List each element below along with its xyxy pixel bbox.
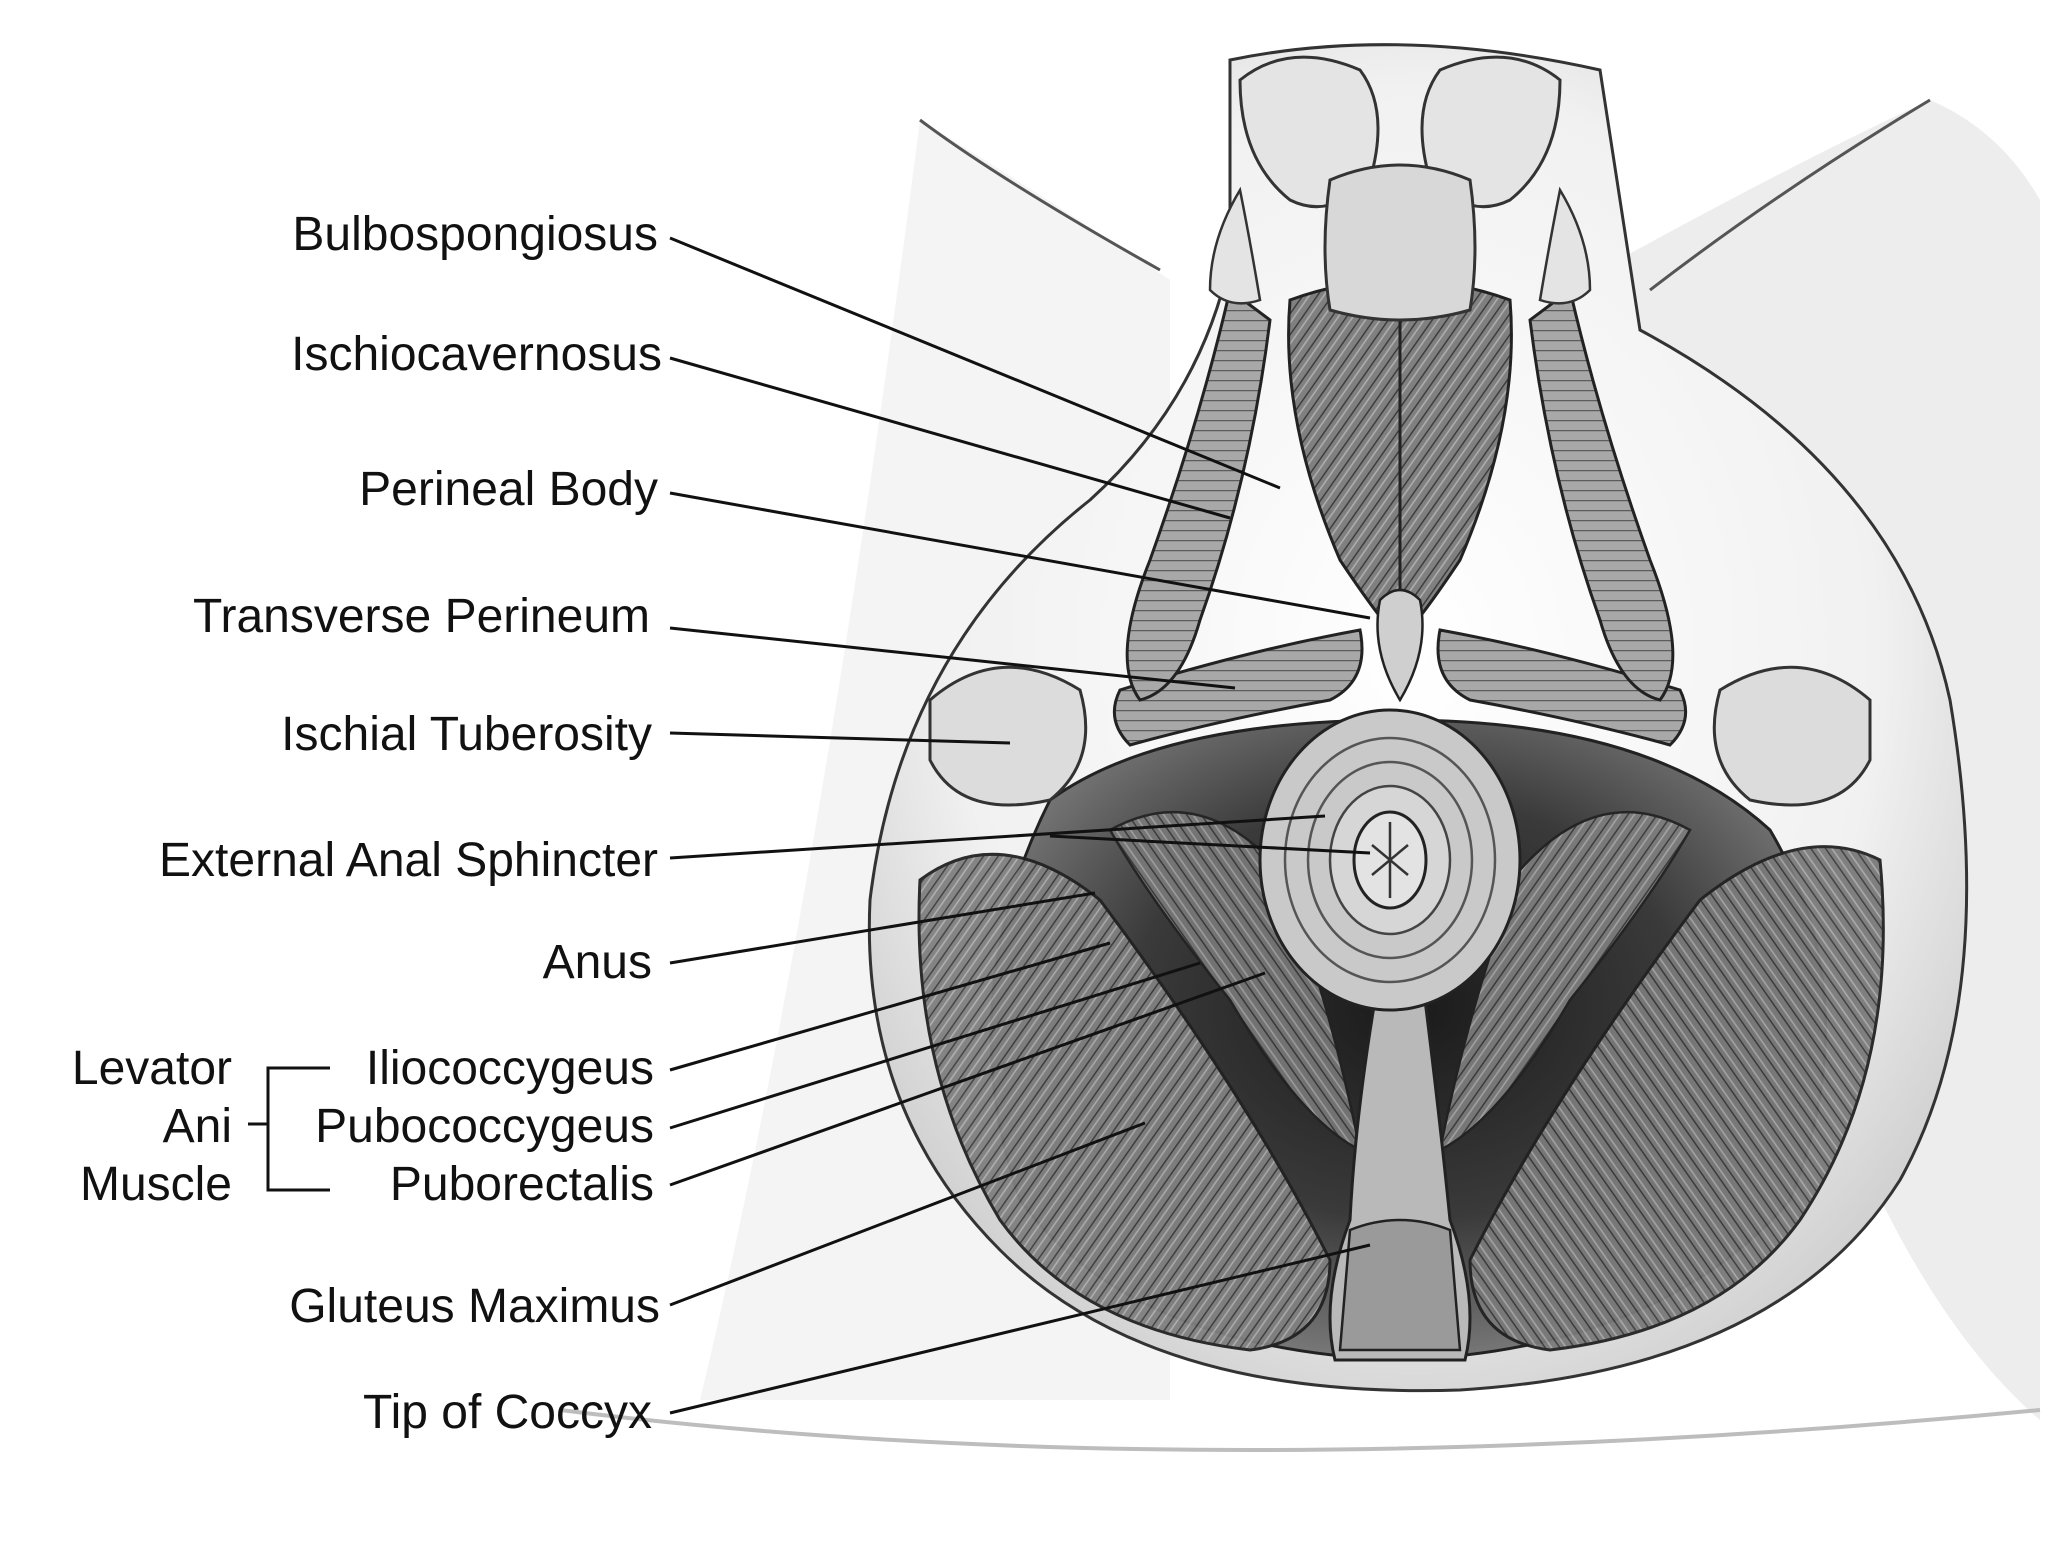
label-iliococcygeus: Iliococcygeus: [366, 1042, 654, 1095]
anococcygeal-body: [1328, 998, 1472, 1362]
label-bulbospongiosus: Bulbospongiosus: [292, 208, 658, 261]
leader-anus: [669, 891, 1096, 965]
group-label-line-1: Levator: [72, 1042, 232, 1095]
leader-external-anal-sphincter: [669, 814, 1326, 860]
levator-ani-bracket: [248, 1066, 330, 1192]
label-pubococcygeus: Pubococcygeus: [315, 1100, 654, 1153]
leader-transverse-perineum: [669, 626, 1236, 690]
leader-puborectalis: [669, 971, 1266, 1187]
label-puborectalis: Puborectalis: [390, 1158, 654, 1211]
perineal-body: [1376, 588, 1424, 703]
leader-pubococcygeus: [669, 961, 1201, 1130]
labels: Bulbospongiosus Ischiocavernosus Perinea…: [159, 208, 662, 1439]
group-label-levator-ani: Levator Ani Muscle: [72, 1042, 232, 1211]
label-perineal-body: Perineal Body: [359, 463, 658, 516]
leader-ischial-tuberosity: [669, 731, 1011, 745]
leader-gluteus-maximus: [669, 1121, 1146, 1307]
leader-tip-of-coccyx: [669, 1243, 1371, 1415]
leader-external-anal-sphincter-2: [1049, 834, 1371, 855]
transverse-perineal-muscles: [1112, 628, 1688, 747]
ischial-tuberosities: [928, 665, 1872, 807]
leader-ischiocavernosus: [669, 356, 1231, 520]
label-gluteus-maximus: Gluteus Maximus: [289, 1280, 660, 1333]
label-tip-of-coccyx: Tip of Coccyx: [363, 1386, 652, 1439]
label-anus: Anus: [543, 936, 652, 989]
label-ischiocavernosus: Ischiocavernosus: [291, 328, 662, 381]
anus: [1352, 810, 1428, 910]
group-label-line-3: Muscle: [80, 1158, 232, 1211]
ischiocavernosus-muscles: [1125, 287, 1675, 702]
group-label-line-2: Ani: [163, 1100, 232, 1153]
levator-ani-muscles: [917, 810, 1885, 1352]
genital-structures: [1208, 55, 1592, 322]
label-transverse-perineum: Transverse Perineum: [193, 590, 650, 643]
leader-perineal-body: [669, 491, 1371, 620]
label-external-anal-sphincter: External Anal Sphincter: [159, 834, 658, 887]
label-ischial-tuberosity: Ischial Tuberosity: [281, 708, 652, 761]
leader-lines: [669, 236, 1371, 1415]
leader-bulbospongiosus: [669, 236, 1281, 490]
leader-iliococcygeus: [669, 941, 1111, 1072]
